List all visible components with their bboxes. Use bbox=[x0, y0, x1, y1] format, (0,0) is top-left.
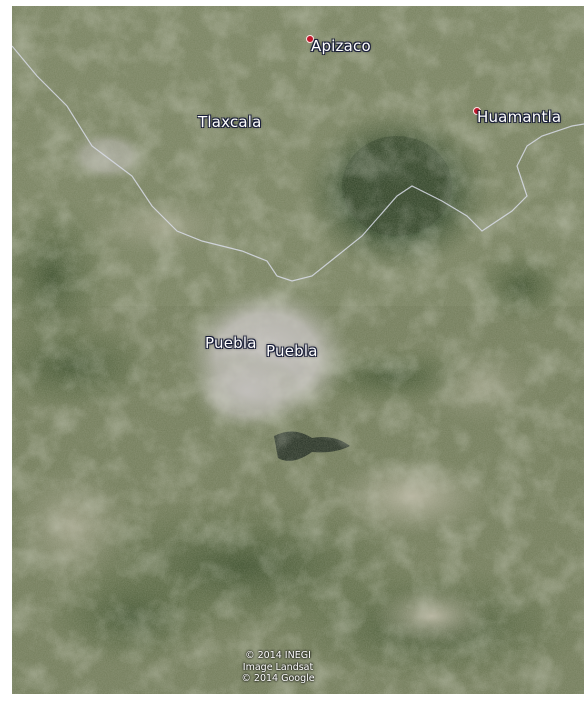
place-label-apizaco[interactable]: Apizaco bbox=[311, 37, 371, 55]
attribution-landsat: Image Landsat bbox=[242, 661, 314, 673]
apizaco-marker-icon[interactable] bbox=[306, 35, 314, 43]
place-label-huamantla[interactable]: Huamantla bbox=[477, 108, 562, 126]
satellite-imagery bbox=[12, 6, 584, 694]
attribution-inegi: © 2014 INEGI bbox=[245, 650, 311, 661]
state-border-line bbox=[12, 45, 584, 282]
satellite-map[interactable]: Apizaco Huamantla Tlaxcala Puebla Puebla… bbox=[12, 6, 584, 694]
place-label-puebla-right[interactable]: Puebla bbox=[266, 342, 318, 360]
map-attribution: © 2014 INEGI Image Landsat © 2014 Google bbox=[218, 650, 338, 685]
place-label-puebla-left[interactable]: Puebla bbox=[205, 334, 257, 352]
place-label-tlaxcala[interactable]: Tlaxcala bbox=[198, 113, 262, 131]
huamantla-marker-icon[interactable] bbox=[473, 107, 481, 115]
attribution-google: © 2014 Google bbox=[241, 673, 315, 684]
